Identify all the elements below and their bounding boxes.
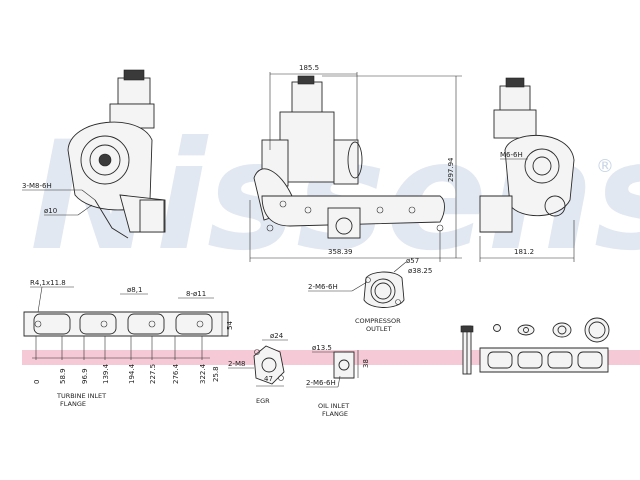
flange-tick-label: 322.4 — [199, 363, 207, 384]
side-thread-label: M6-6H — [500, 151, 523, 159]
top-width-label: 185.5 — [299, 64, 319, 72]
flange-height-label: 54 — [226, 321, 234, 330]
compressor-outlet — [363, 271, 405, 308]
turbine-caption-2: FLANGE — [60, 400, 86, 408]
flange-tick-label: 276.4 — [172, 363, 180, 384]
actuator-left — [117, 77, 151, 105]
turbine-caption-1: TURBINE INLET — [56, 392, 106, 400]
egr-dia-label: ø24 — [270, 332, 284, 340]
comp-outer-label: ø57 — [406, 257, 419, 265]
bottom-width-label: 358.39 — [328, 248, 353, 256]
turbo-center-view — [253, 75, 445, 239]
flange-bolt-label: 8-ø11 — [186, 290, 206, 298]
flange-dia-small-label: ø8,1 — [127, 286, 142, 294]
egr-flange — [253, 345, 285, 385]
oil-caption-1: OIL INLET — [318, 402, 349, 410]
turbine-inlet-flange — [23, 311, 229, 337]
flange-radius-label: R4,1x11.8 — [30, 279, 66, 287]
oil-inlet-flange — [333, 351, 355, 379]
comp-inner-label: ø38.25 — [408, 267, 432, 275]
flange-tick-group: 0 58.9 96.9 139.4 194.4 227.5 276.4 322.4 — [33, 336, 207, 384]
turbo-left-view — [67, 69, 166, 239]
turbo-right-view — [479, 77, 575, 233]
comp-thread-label: 2-M6-6H — [308, 283, 338, 291]
oil-thread-label: 2-M6-6H — [306, 379, 336, 387]
flange-tick-label: 194.4 — [128, 363, 136, 384]
flange-tick-label: 0 — [33, 380, 41, 384]
side-width-label: 181.2 — [514, 248, 534, 256]
left-hole-label: ø10 — [44, 207, 57, 215]
flange-tick-label: 96.9 — [81, 368, 89, 384]
compressor-caption-2: OUTLET — [366, 325, 392, 333]
flange-tick-label: 139.4 — [102, 363, 110, 384]
flange-tick-label: 58.9 — [59, 368, 67, 384]
flange-tick-label: 227.5 — [149, 364, 157, 384]
oil-dia-label: ø13.5 — [312, 344, 332, 352]
egr-thread-label: 2-M8 — [228, 360, 245, 368]
gasket-kit — [460, 317, 610, 375]
egr-caption: EGR — [256, 397, 270, 405]
compressor-caption-1: COMPRESSOR — [355, 317, 401, 325]
oil-caption-2: FLANGE — [322, 410, 348, 418]
registered-mark: ® — [596, 156, 614, 177]
left-thread-label: 3-M8-6H — [22, 182, 52, 190]
oil-height-label: 38 — [362, 359, 370, 368]
height-label: 297.94 — [447, 157, 455, 182]
egr-width-label: 47 — [264, 375, 273, 383]
flange-base-label: 25.8 — [212, 366, 220, 382]
